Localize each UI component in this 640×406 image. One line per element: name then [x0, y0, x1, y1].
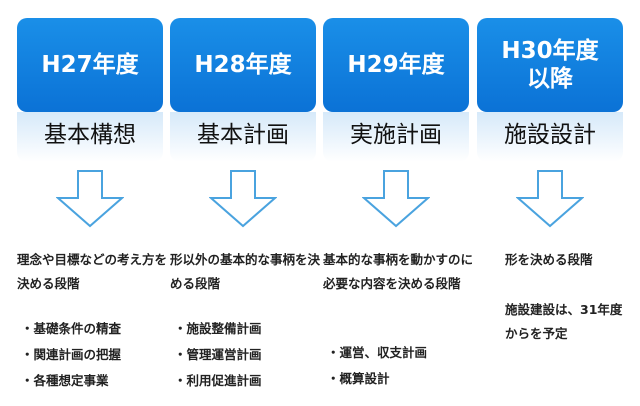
phase-description: 形を決める段階 [505, 252, 593, 267]
bullet-list: 運営、収支計画 概算設計 [327, 340, 428, 392]
list-item: 概算設計 [327, 366, 427, 392]
year-box: H30年度 以降 [477, 18, 623, 112]
down-arrow-icon [209, 170, 277, 228]
phase-title: 施設設計 [504, 122, 596, 148]
down-arrow-icon [56, 170, 124, 228]
bullet-list: 施設整備計画 管理運営計画 利用促進計画 [174, 316, 262, 394]
phase-title: 基本計画 [197, 122, 289, 148]
phase-description: 形以外の基本的な事柄を決める段階 [170, 252, 321, 291]
down-arrow-icon [516, 170, 584, 228]
phase-description: 理念や目標などの考え方を決める段階 [17, 252, 168, 291]
year-box-reflection [323, 112, 469, 162]
list-item: 施設整備計画 [174, 316, 262, 342]
list-item: 管理運営計画 [174, 342, 262, 368]
year-box: H29年度 [323, 18, 469, 112]
phase-title: 実施計画 [350, 122, 442, 148]
bullet-list: 基礎条件の精査 関連計画の把握 各種想定事業 [21, 316, 122, 394]
phase-description: 基本的な事柄を動かすのに必要な内容を決める段階 [323, 252, 474, 291]
phase-title: 基本構想 [44, 122, 136, 148]
list-item: 各種想定事業 [21, 368, 121, 394]
list-item: 運営、収支計画 [327, 340, 428, 366]
phase-column-1: H27年度 基本構想 理念や目標などの考え方を決める段階 基礎条件の精査 関連計… [17, 0, 167, 406]
list-item: 利用促進計画 [174, 368, 262, 394]
year-box-reflection [477, 112, 623, 162]
list-item: 関連計画の把握 [21, 342, 122, 368]
year-box: H27年度 [17, 18, 163, 112]
phase-column-2: H28年度 基本計画 形以外の基本的な事柄を決める段階 施設整備計画 管理運営計… [170, 0, 320, 406]
year-box: H28年度 [170, 18, 316, 112]
year-box-reflection [170, 112, 316, 162]
down-arrow-icon [362, 170, 430, 228]
phase-column-4: H30年度 以降 施設設計 形を決める段階 施設建設は、31年度からを予定 [477, 0, 623, 406]
year-box-reflection [17, 112, 163, 162]
list-item: 基礎条件の精査 [21, 316, 122, 342]
phase-column-3: H29年度 実施計画 基本的な事柄を動かすのに必要な内容を決める段階 運営、収支… [323, 0, 473, 406]
construction-note: 施設建設は、31年度からを予定 [505, 302, 623, 341]
